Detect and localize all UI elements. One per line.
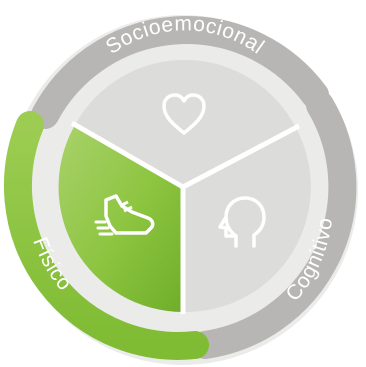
divider-line (70, 120, 185, 190)
head-silhouette-icon (218, 196, 266, 248)
ring-segment-cognitivo (191, 91, 357, 359)
sector-cognitivo (183, 128, 311, 313)
running-shoe-icon (94, 194, 155, 236)
ring-segment-socioemocional (31, 16, 329, 129)
divider-line (181, 123, 301, 190)
inner-wheel (58, 59, 311, 314)
ring-segment-fisico (3, 111, 209, 360)
heart-icon (162, 93, 206, 135)
